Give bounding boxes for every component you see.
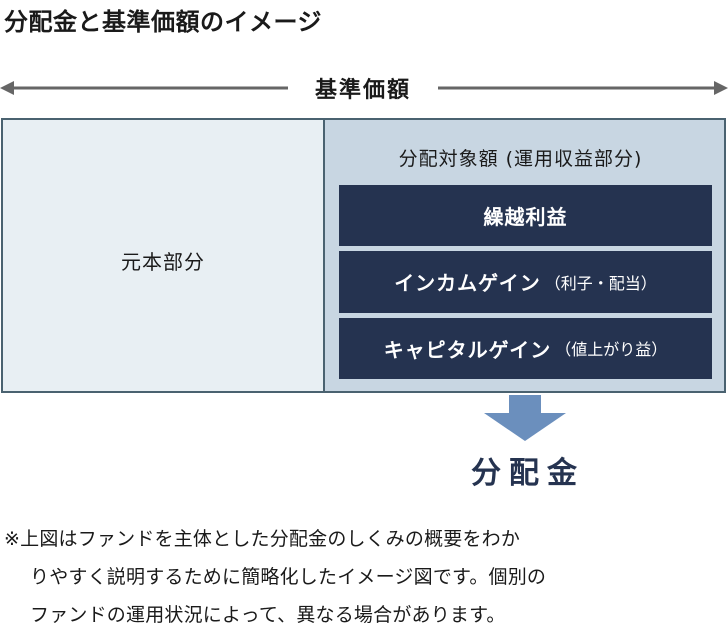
distribution-title: 分配対象額 (運用収益部分): [398, 148, 643, 170]
distribution-section: 分配対象額 (運用収益部分) 繰越利益 インカムゲイン （利子・配当） キャピタ…: [325, 120, 724, 391]
box-main-label: インカムゲイン: [394, 271, 541, 296]
box-sub-label: （利子・配当）: [544, 273, 657, 293]
retained-earnings-box: 繰越利益: [339, 185, 712, 247]
distribution-result-label: 分配金: [471, 456, 585, 491]
page-title: 分配金と基準価額のイメージ: [4, 8, 323, 36]
range-label: 基準価額: [288, 72, 438, 104]
principal-section: 元本部分: [3, 120, 325, 391]
principal-label: 元本部分: [121, 250, 205, 274]
base-price-frame: 元本部分 分配対象額 (運用収益部分) 繰越利益 インカムゲイン （利子・配当）…: [1, 118, 726, 393]
box-sub-label: （値上がり益）: [555, 340, 668, 360]
income-gain-box: インカムゲイン （利子・配当）: [339, 251, 712, 313]
footnote: ※上図はファンドを主体とした分配金のしくみの概要をわか りやすく説明するために簡…: [4, 520, 728, 634]
footnote-line: ファンドの運用状況によって、異なる場合があります。: [30, 604, 506, 626]
box-main-label: 繰越利益: [483, 205, 568, 230]
footnote-line: りやすく説明するために簡略化したイメージ図です。個別の: [30, 566, 547, 588]
box-main-label: キャピタルゲイン: [383, 337, 552, 362]
base-price-range: 基準価額: [0, 70, 728, 106]
footnote-line: ※上図はファンドを主体とした分配金のしくみの概要をわか: [4, 528, 521, 550]
arrow-down-icon: [484, 395, 566, 441]
capital-gain-box: キャピタルゲイン （値上がり益）: [339, 317, 712, 379]
